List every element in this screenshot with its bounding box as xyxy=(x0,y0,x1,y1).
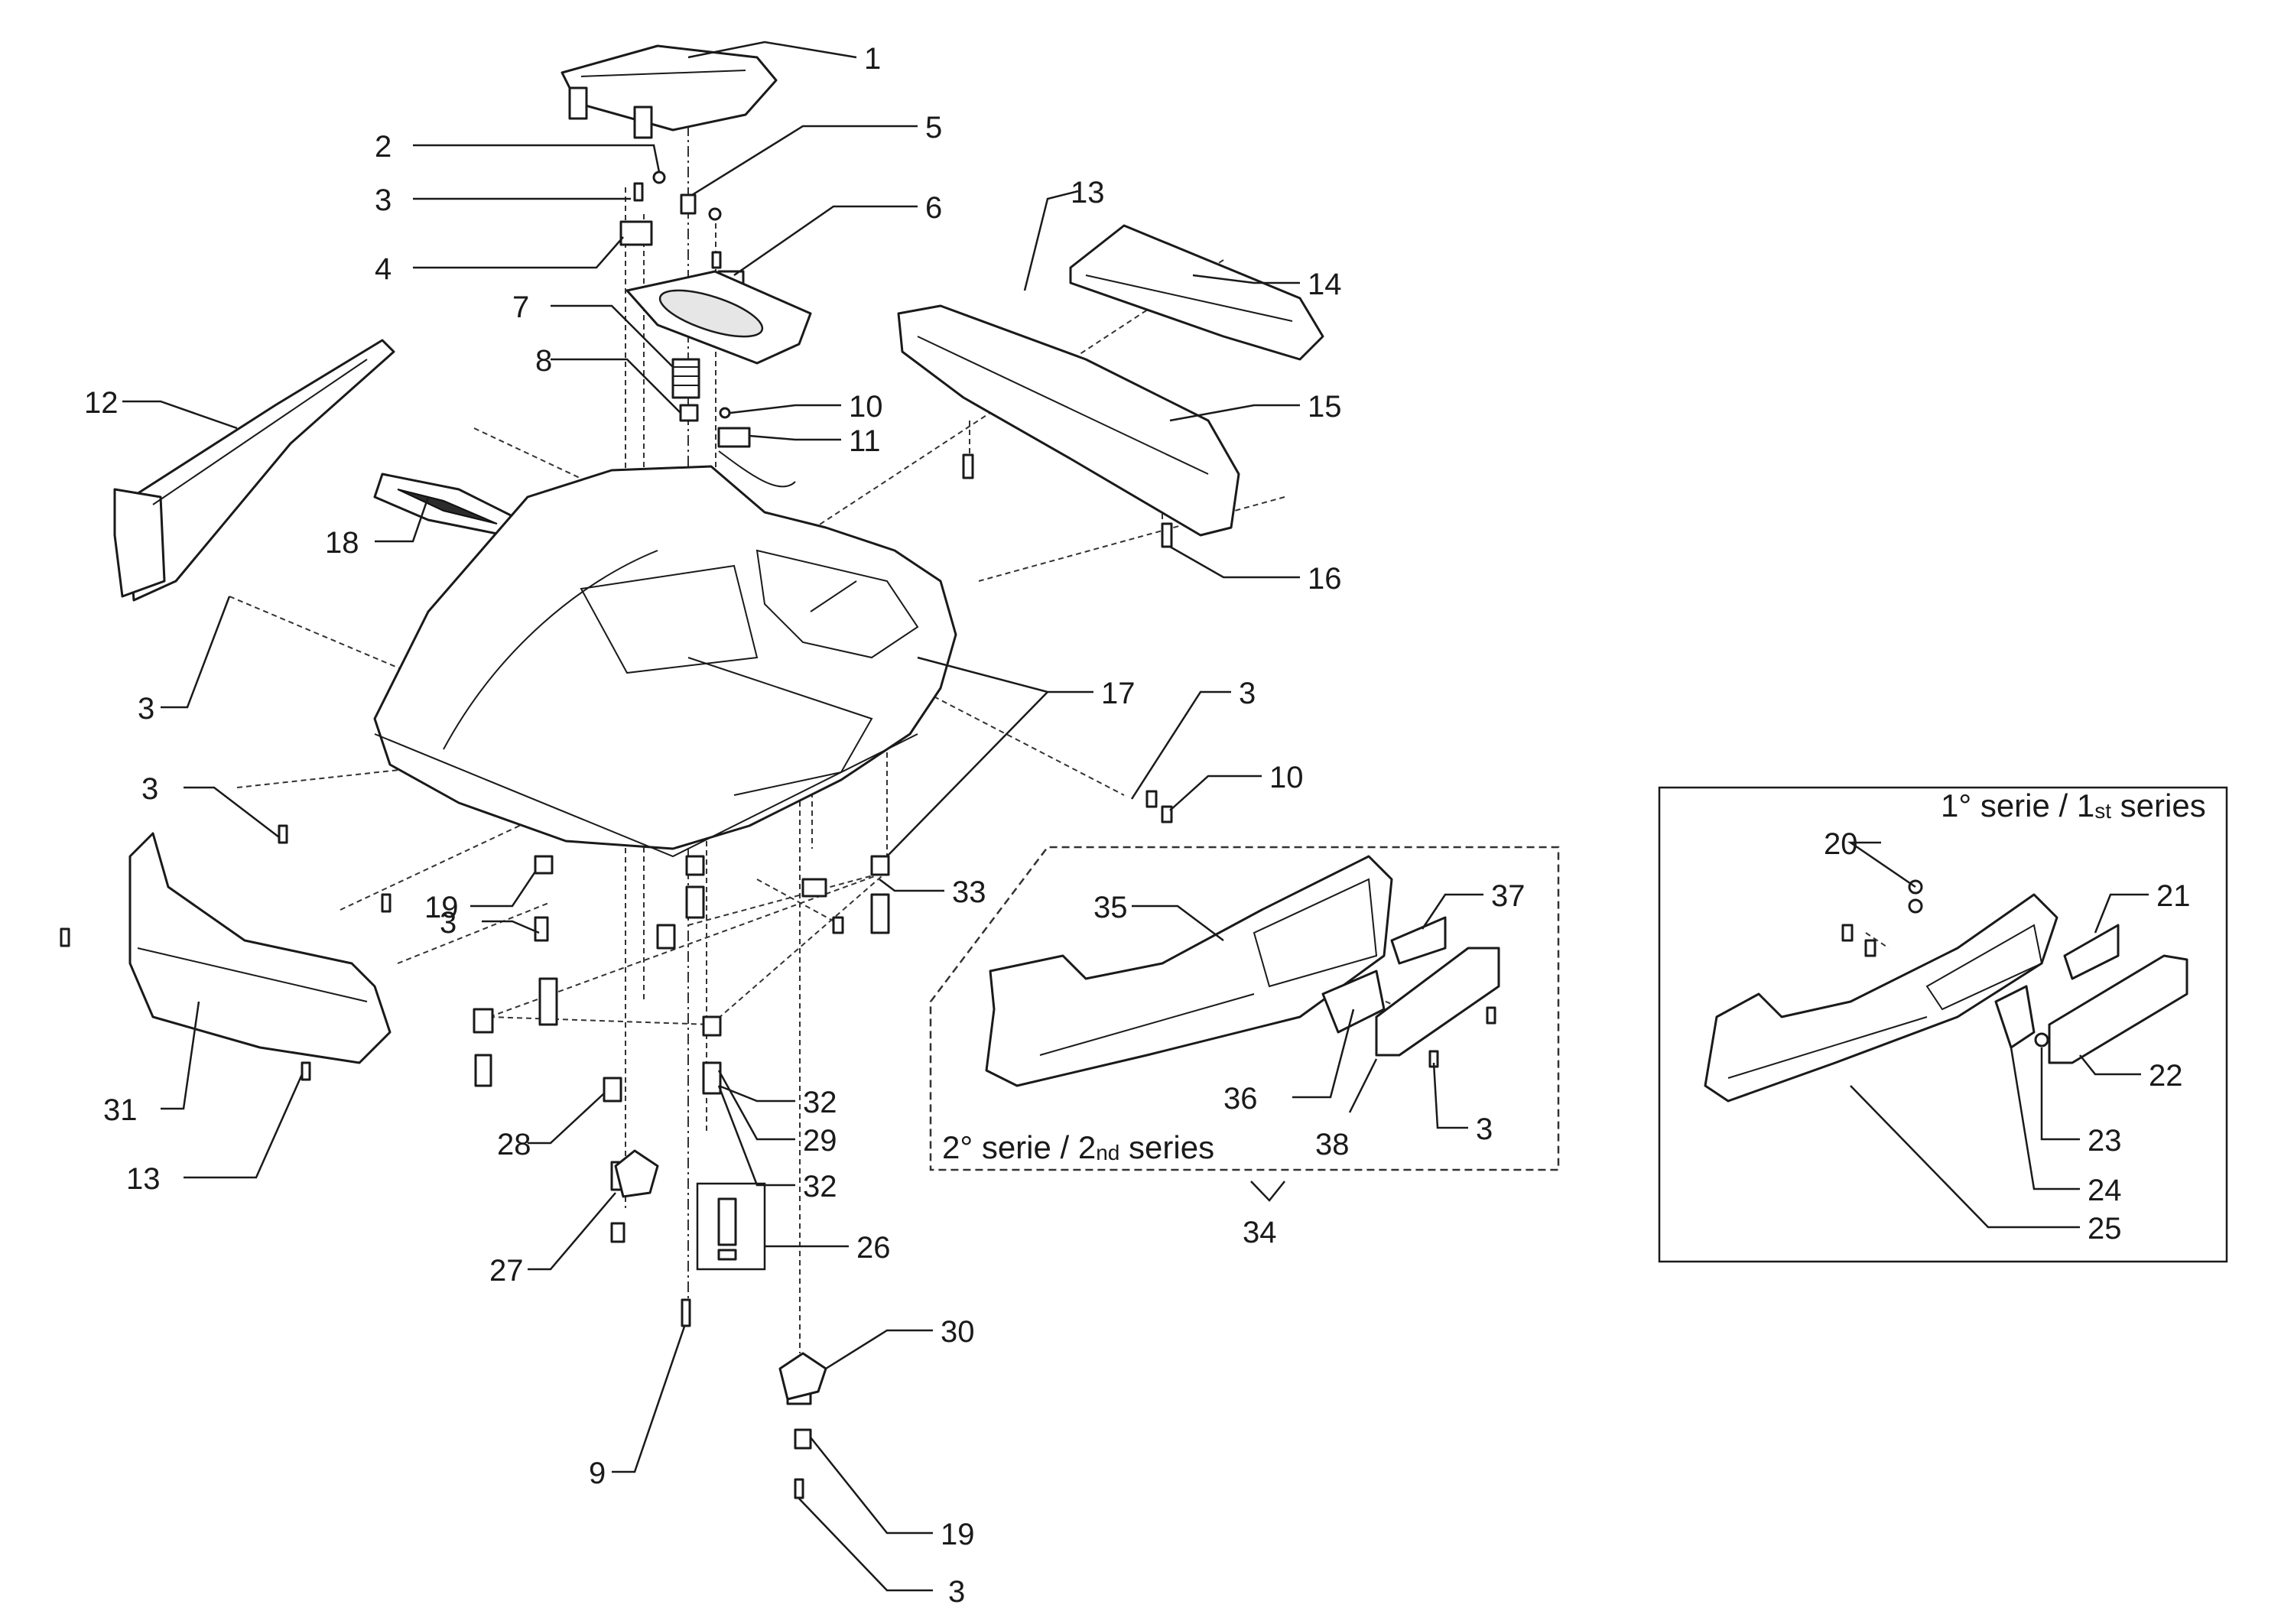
callout-33: 33 xyxy=(952,875,986,909)
callout-36: 36 xyxy=(1223,1082,1258,1116)
callout-14: 14 xyxy=(1308,268,1342,301)
callout-12: 12 xyxy=(84,386,119,420)
callout-3: 3 xyxy=(141,772,158,806)
callout-9: 9 xyxy=(589,1457,606,1490)
second-series-label: 2° serie / 2nd series xyxy=(942,1129,1214,1165)
callout-19: 19 xyxy=(941,1518,975,1551)
callout-2: 2 xyxy=(375,130,392,164)
callout-1: 1 xyxy=(864,42,881,76)
first-series-label: 1° serie / 1st series xyxy=(1941,788,2206,823)
callout-13: 13 xyxy=(1071,176,1105,209)
callout-24: 24 xyxy=(2088,1174,2122,1207)
callout-17: 17 xyxy=(1101,677,1136,710)
callout-4: 4 xyxy=(375,252,392,286)
callout-3: 3 xyxy=(440,906,457,940)
callout-labels: 1 2 5 3 6 13 4 14 7 8 12 10 15 11 18 16 … xyxy=(84,42,2191,1609)
callout-38: 38 xyxy=(1315,1128,1350,1161)
leader-lines xyxy=(122,41,2149,1592)
part-30-bracket xyxy=(778,1352,827,1401)
callout-20: 20 xyxy=(1824,827,1858,861)
callout-3: 3 xyxy=(1476,1112,1493,1146)
callout-7: 7 xyxy=(512,291,529,324)
callout-21: 21 xyxy=(2156,879,2191,913)
callout-34: 34 xyxy=(1243,1216,1277,1249)
callout-3: 3 xyxy=(1239,677,1256,710)
part-1-top-lid xyxy=(561,44,778,139)
callout-15: 15 xyxy=(1308,390,1342,424)
callout-25: 25 xyxy=(2088,1212,2122,1246)
part-6-logo-plate xyxy=(625,270,812,365)
callout-32: 32 xyxy=(803,1170,837,1203)
part-15-right-bumper xyxy=(897,304,1240,548)
first-series-group xyxy=(1658,786,2228,1263)
part-27-bracket xyxy=(614,1149,659,1198)
callout-35: 35 xyxy=(1093,891,1128,924)
callout-16: 16 xyxy=(1308,562,1342,596)
part-26-pin-box xyxy=(696,1182,766,1271)
callout-3: 3 xyxy=(948,1575,965,1609)
callout-32: 32 xyxy=(803,1086,837,1119)
part-18-badge xyxy=(373,473,522,537)
callout-27: 27 xyxy=(489,1254,524,1288)
callout-23: 23 xyxy=(2088,1124,2122,1158)
part-14-right-handle xyxy=(1069,224,1324,361)
callout-31: 31 xyxy=(103,1093,138,1127)
callout-6: 6 xyxy=(925,191,942,225)
callout-29: 29 xyxy=(803,1124,837,1158)
callout-37: 37 xyxy=(1491,879,1526,913)
callout-5: 5 xyxy=(925,111,942,145)
second-series-group xyxy=(929,846,1560,1202)
main-body-shell xyxy=(373,465,957,858)
callout-22: 22 xyxy=(2149,1059,2183,1093)
callout-18: 18 xyxy=(325,526,359,560)
callout-8: 8 xyxy=(535,344,552,378)
callout-10: 10 xyxy=(849,390,883,424)
callout-19: 19 xyxy=(424,891,459,924)
callout-26: 26 xyxy=(856,1231,891,1265)
callout-10: 10 xyxy=(1269,761,1304,794)
part-8-10-11-hardware xyxy=(679,404,796,488)
callout-13: 13 xyxy=(126,1162,161,1196)
callout-28: 28 xyxy=(497,1128,531,1161)
part-31-front-bumper xyxy=(128,832,392,1064)
callout-30: 30 xyxy=(941,1315,975,1349)
part-12-left-side-panel xyxy=(113,339,395,602)
part-7-spring xyxy=(671,358,700,399)
callout-3: 3 xyxy=(138,692,154,726)
callout-3: 3 xyxy=(375,184,392,217)
callout-11: 11 xyxy=(849,424,881,458)
